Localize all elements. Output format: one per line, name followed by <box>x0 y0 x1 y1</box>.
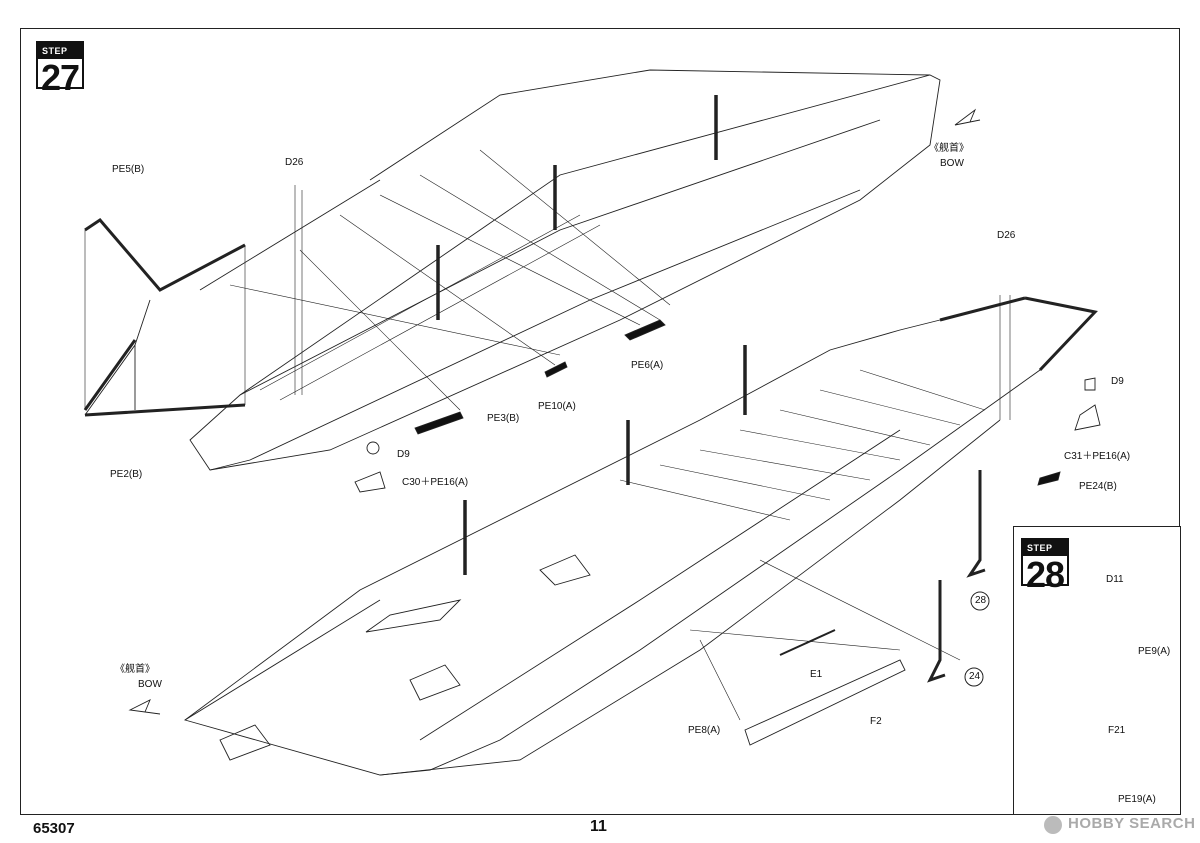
label-f2: F2 <box>870 716 882 727</box>
label-d26-top: D26 <box>285 157 304 168</box>
step-number: 27 <box>40 57 80 98</box>
label-e1: E1 <box>810 669 823 680</box>
label-pe24b: PE24(B) <box>1079 481 1117 492</box>
step-number: 28 <box>1025 554 1065 595</box>
watermark-text: HOBBY SEARCH <box>1068 815 1196 832</box>
step-badge-27: STEP 27 <box>36 41 84 97</box>
label-pe2b: PE2(B) <box>110 469 143 480</box>
label-bow-cn-top: 《舰首》 <box>929 143 969 154</box>
label-pe10a: PE10(A) <box>538 401 576 412</box>
label-pe5b: PE5(B) <box>112 164 145 175</box>
label-c30: C30＋PE16(A) <box>402 477 469 488</box>
label-d9-right: D9 <box>1111 376 1124 387</box>
label-d26-right: D26 <box>997 230 1016 241</box>
page-number: 11 <box>590 818 607 835</box>
label-pe8a: PE8(A) <box>688 725 721 736</box>
label-bow-bottom: BOW <box>138 679 162 690</box>
step-ref-circle-28 <box>970 591 990 611</box>
label-ref-24: 24 <box>969 671 981 682</box>
step-badge-28: STEP 28 <box>1021 538 1069 594</box>
step-label: STEP <box>38 43 82 59</box>
label-pe19a: PE19(A) <box>1118 794 1156 805</box>
label-pe9a: PE9(A) <box>1138 646 1171 657</box>
watermark-logo-icon <box>1044 816 1062 834</box>
label-ref-28: 28 <box>975 595 987 606</box>
label-pe3b: PE3(B) <box>487 413 520 424</box>
product-code: 65307 <box>33 820 75 837</box>
label-pe6a: PE6(A) <box>631 360 664 371</box>
page-frame <box>20 28 1180 815</box>
step-label: STEP <box>1023 540 1067 556</box>
label-bow-top: BOW <box>940 158 964 169</box>
step-28-panel: STEP 28 <box>1013 526 1181 815</box>
step-ref-circle-24 <box>964 667 984 687</box>
upper-hull-outline <box>189 74 941 471</box>
label-f21: F21 <box>1108 725 1126 736</box>
label-bow-cn-bottom: 《舰首》 <box>115 664 155 675</box>
label-d9-left: D9 <box>397 449 410 460</box>
label-d11: D11 <box>1106 574 1124 585</box>
label-c31: C31＋PE16(A) <box>1064 451 1131 462</box>
